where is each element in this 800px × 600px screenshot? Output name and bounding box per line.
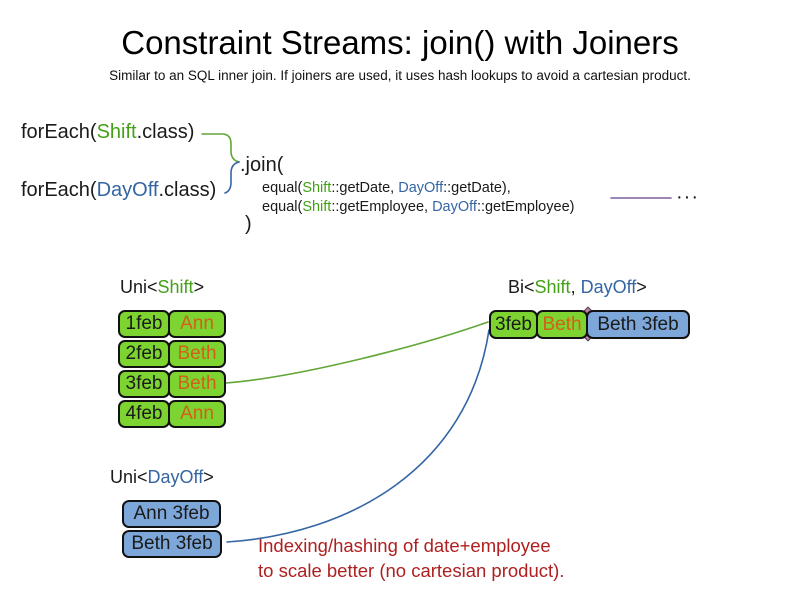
shift-type-token: Shift <box>157 277 194 297</box>
shift-class-token: Shift <box>302 180 332 196</box>
shift-date-cell: 2feb <box>118 340 170 368</box>
dayoff-cell: Beth 3feb <box>122 530 222 558</box>
code-joiner-getdate: equal(Shift::getDate, DayOff::getDate), <box>262 179 574 198</box>
shift-class-token: Shift <box>96 121 137 143</box>
dayoff-class-token: DayOff <box>398 180 444 196</box>
code-text: forEach( <box>21 121 97 143</box>
shift-type-token: Shift <box>534 277 571 297</box>
page-title: Constraint Streams: join() with Joiners <box>121 24 679 61</box>
dayoff-cell: Ann 3feb <box>122 500 221 528</box>
uni-dayoff-label: Uni<DayOff> <box>110 467 214 488</box>
shift-date-cell: 4feb <box>118 400 170 428</box>
code-text: ::getDate, <box>331 180 399 196</box>
code-joiners: equal(Shift::getDate, DayOff::getDate), … <box>262 179 574 217</box>
note-line: to scale better (no cartesian product). <box>258 559 565 581</box>
dayoff-class-token: DayOff <box>96 179 159 201</box>
indexing-note: Indexing/hashing of date+employee to sca… <box>258 534 564 583</box>
code-text: equal( <box>262 199 303 215</box>
label-text: > <box>203 467 214 487</box>
code-join-open: .join( <box>240 154 284 176</box>
dayoff-type-token: DayOff <box>580 277 637 297</box>
bi-shift-dayoff-label: Bi<Shift, DayOff> <box>508 277 647 298</box>
code-text: ::getEmployee) <box>476 199 575 215</box>
code-text: forEach( <box>21 179 97 201</box>
shift-class-token: Shift <box>302 199 332 215</box>
shift-match-connector <box>225 321 489 384</box>
code-text: ::getEmployee, <box>331 199 433 215</box>
code-joiner-getemployee: equal(Shift::getEmployee, DayOff::getEmp… <box>262 198 574 217</box>
shift-date-cell: 1feb <box>118 310 170 338</box>
label-text: , <box>570 277 581 297</box>
label-text: Uni< <box>120 277 158 297</box>
code-text: .class) <box>158 179 217 201</box>
label-text: > <box>193 277 205 297</box>
brace-bottom-connector <box>224 161 240 194</box>
dayoff-match-connector <box>226 329 490 543</box>
bi-shift-date-cell: 3feb <box>489 310 538 339</box>
shift-employee-cell: Ann <box>168 400 226 428</box>
uni-shift-label: Uni<Shift> <box>120 277 204 298</box>
note-line: Indexing/hashing of date+employee <box>258 535 551 556</box>
label-text: > <box>636 277 647 297</box>
dayoff-class-token: DayOff <box>432 199 477 215</box>
code-foreach-shift: forEach(Shift.class) <box>21 121 194 144</box>
code-text: ::getDate), <box>443 180 511 196</box>
code-foreach-dayoff: forEach(DayOff.class) <box>21 179 216 202</box>
shift-employee-cell: Beth <box>168 340 226 368</box>
brace-top-connector <box>201 133 240 163</box>
dayoff-type-token: DayOff <box>147 467 204 487</box>
bi-shift-employee-cell: Beth <box>536 310 588 339</box>
label-text: Bi< <box>508 277 535 297</box>
subtitle: Similar to an SQL inner join. If joiners… <box>109 68 691 83</box>
shift-employee-cell: Ann <box>168 310 226 338</box>
label-text: Uni< <box>110 467 148 487</box>
shift-employee-cell: Beth <box>168 370 226 398</box>
bi-dayoff-cell: Beth 3feb <box>586 310 690 339</box>
code-text: equal( <box>262 180 303 196</box>
code-join-close: ) <box>245 213 252 235</box>
code-text: .class) <box>136 121 195 143</box>
more-joiners-ellipsis: ··· <box>676 186 699 208</box>
shift-date-cell: 3feb <box>118 370 170 398</box>
